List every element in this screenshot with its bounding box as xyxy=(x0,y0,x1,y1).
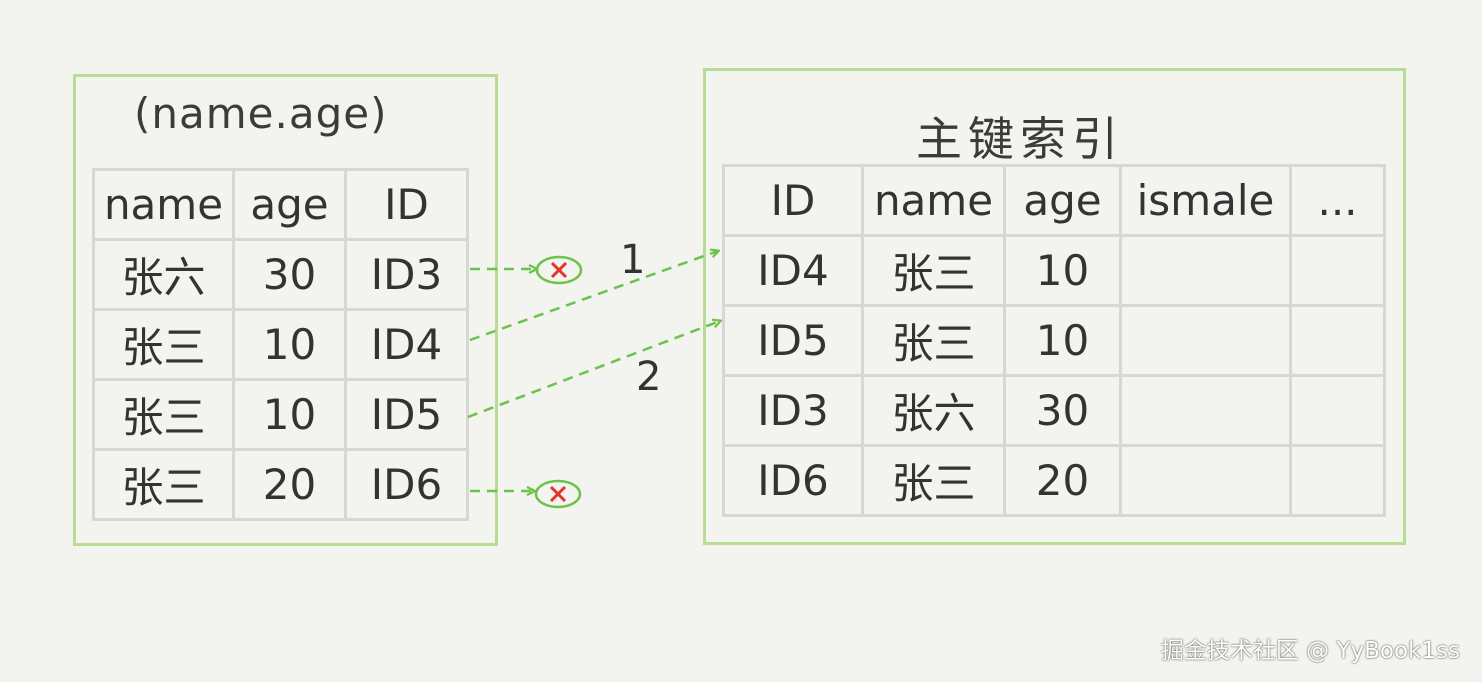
table-cell xyxy=(1289,234,1386,307)
table-cell: 张三 xyxy=(92,378,235,451)
table-row: ID4 张三 10 xyxy=(722,234,1386,307)
column-header: ... xyxy=(1289,164,1386,237)
table-row: 张三 10 ID5 xyxy=(92,378,469,451)
table-cell: 张三 xyxy=(861,304,1006,377)
table-cell: 张六 xyxy=(861,374,1006,447)
primary-key-index-panel: 主键索引 ID name age ismale ... ID4 张三 10 ID… xyxy=(703,68,1406,545)
column-header: ID xyxy=(722,164,864,237)
rejected-x-icon xyxy=(534,479,582,509)
table-cell: 30 xyxy=(232,238,347,311)
table-row: ID5 张三 10 xyxy=(722,304,1386,377)
table-cell: 张三 xyxy=(92,448,235,521)
column-header: age xyxy=(232,168,347,241)
table-cell xyxy=(1289,444,1386,517)
table-cell xyxy=(1119,304,1292,377)
table-row: ID6 张三 20 xyxy=(722,444,1386,517)
table-cell xyxy=(1119,234,1292,307)
table-cell: 20 xyxy=(1003,444,1122,517)
table-cell: 10 xyxy=(232,378,347,451)
primary-key-index-table: ID name age ismale ... ID4 张三 10 ID5 张三 … xyxy=(722,164,1386,517)
column-header: age xyxy=(1003,164,1122,237)
table-row: 张六 30 ID3 xyxy=(92,238,469,311)
column-header: name xyxy=(861,164,1006,237)
table-cell xyxy=(1289,374,1386,447)
table-row: 张三 20 ID6 xyxy=(92,448,469,521)
table-cell: ID6 xyxy=(722,444,864,517)
table-cell: 10 xyxy=(232,308,347,381)
rejected-x-icon xyxy=(535,255,583,285)
table-cell: 张三 xyxy=(92,308,235,381)
primary-key-index-title: 主键索引 xyxy=(916,112,1124,166)
table-cell: ID3 xyxy=(722,374,864,447)
table-cell: ID4 xyxy=(344,308,469,381)
table-row: ID3 张六 30 xyxy=(722,374,1386,447)
name-age-index-table: name age ID 张六 30 ID3 张三 10 ID4 张三 10 ID… xyxy=(92,168,469,521)
table-cell: 张三 xyxy=(861,444,1006,517)
table-cell: ID6 xyxy=(344,448,469,521)
table-cell xyxy=(1289,304,1386,377)
table-header-row: name age ID xyxy=(92,168,469,241)
table-header-row: ID name age ismale ... xyxy=(722,164,1386,237)
column-header: name xyxy=(92,168,235,241)
connector-label-2: 2 xyxy=(636,354,661,400)
watermark: 掘金技术社区 @ YyBook1ss xyxy=(1160,638,1460,664)
table-cell xyxy=(1119,374,1292,447)
column-header: ID xyxy=(344,168,469,241)
dashed-arrow-id5-lookup xyxy=(467,321,720,419)
table-cell: 10 xyxy=(1003,304,1122,377)
table-cell: ID4 xyxy=(722,234,864,307)
table-cell: ID5 xyxy=(722,304,864,377)
table-cell: ID3 xyxy=(344,238,469,311)
dashed-arrow-id4-lookup xyxy=(469,251,718,342)
table-cell: 张六 xyxy=(92,238,235,311)
table-cell: ID5 xyxy=(344,378,469,451)
table-cell: 张三 xyxy=(861,234,1006,307)
connector-label-1: 1 xyxy=(620,237,645,283)
table-cell xyxy=(1119,444,1292,517)
name-age-index-title: (name.age) xyxy=(134,89,388,138)
column-header: ismale xyxy=(1119,164,1292,237)
table-cell: 30 xyxy=(1003,374,1122,447)
name-age-index-panel: (name.age) name age ID 张六 30 ID3 张三 10 I… xyxy=(73,74,498,546)
table-cell: 10 xyxy=(1003,234,1122,307)
table-cell: 20 xyxy=(232,448,347,521)
table-row: 张三 10 ID4 xyxy=(92,308,469,381)
